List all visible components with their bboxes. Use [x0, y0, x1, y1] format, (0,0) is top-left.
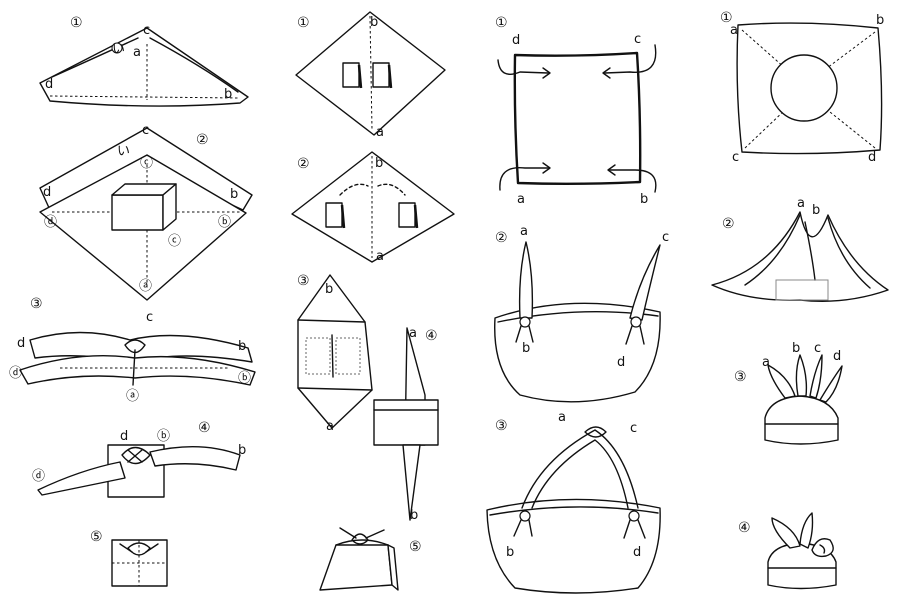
- col1-step2-label-b: b: [230, 187, 238, 202]
- col1-step4-label-b: b: [238, 443, 246, 458]
- col4-step2-label-b: b: [812, 203, 820, 218]
- col1-step3-label-circ-d: ⓓ: [9, 366, 22, 381]
- col3-step3-label-c: c: [630, 421, 637, 436]
- col2-step5-finished-bottles: ⑤: [319, 527, 422, 591]
- col1-step2-cloth-with-box: ② c い ⓒ d b ⓒ ⓓ ⓑ ⓐ: [39, 123, 253, 301]
- col1-step4-label-d: d: [120, 429, 128, 444]
- col1-step2-label-circ-c-mid: ⓒ: [168, 234, 181, 249]
- col3-step1-label-b: b: [640, 192, 648, 207]
- col1-step4-number: ④: [198, 420, 211, 436]
- col1-step3-label-circ-a: ⓐ: [126, 389, 139, 404]
- col2-step2-label-b: b: [375, 156, 383, 171]
- col1-step4-label-circ-d: ⓓ: [32, 469, 45, 484]
- col3-step3-label-a: a: [558, 410, 566, 425]
- col2-step1-diamond-two-items: ① b a: [295, 11, 446, 140]
- col1-step2-label-circ-c: ⓒ: [140, 156, 153, 171]
- col2-step4-label-a: a: [409, 326, 417, 341]
- col1-step3-number: ③: [30, 296, 43, 312]
- col1-step5-finished-box: ⑤: [90, 529, 168, 587]
- col1-step1-label-b: b: [224, 87, 232, 102]
- col4-step4-finished-knot: ④: [738, 512, 837, 590]
- col3-step1-label-a: a: [517, 192, 525, 207]
- col4-step2-corners-up: ② a b: [711, 196, 889, 302]
- col1-step2-label-d: d: [43, 185, 51, 200]
- col3-step3-label-b: b: [506, 545, 514, 560]
- col3-step3-label-d: d: [633, 545, 641, 560]
- col1-step2-label-circ-a: ⓐ: [139, 279, 152, 294]
- col1-step3-label-b: b: [238, 339, 246, 354]
- col3-step1-square-arrows: ① d c a b: [495, 15, 657, 207]
- col4-step1-label-c: c: [732, 150, 739, 165]
- col4-step2-number: ②: [722, 216, 735, 232]
- col2-step3-label-a: a: [326, 419, 334, 434]
- col4-step1-square-round-item: ① a b c d: [720, 10, 884, 165]
- col3-step2-bag-corners-tied: ② a c b d: [494, 224, 669, 403]
- col1-step1-label-i: い: [112, 42, 125, 57]
- col1-step1-label-a: a: [133, 45, 141, 60]
- col2-step3-label-b: b: [325, 282, 333, 297]
- col2-step4-number: ④: [425, 328, 438, 344]
- col4-step3-four-ears: ③ a b c d: [734, 341, 843, 445]
- col4-step3-label-c: c: [814, 341, 821, 356]
- col2-step2-number: ②: [297, 156, 310, 172]
- col4-step1-number: ①: [720, 10, 733, 26]
- col1-step2-label-circ-b: ⓑ: [218, 215, 231, 230]
- col4-step1-label-b: b: [876, 13, 884, 28]
- col1-step3-label-circ-b: ⓑ: [238, 371, 251, 386]
- col3-step2-label-c: c: [662, 230, 669, 245]
- col4-step3-label-a: a: [762, 355, 770, 370]
- col3-step1-label-c: c: [634, 32, 641, 47]
- col2-step1-label-b: b: [370, 15, 378, 30]
- col3-step3-number: ③: [495, 418, 508, 434]
- col2-step3-rolled: ③ b a: [297, 273, 373, 434]
- col1-step1-label-c: c: [143, 23, 150, 38]
- col2-step4-label-b: b: [410, 508, 418, 523]
- col1-step1-cloth-folded-triangle: ① い c a d b: [39, 15, 249, 107]
- col1-step2-label-circ-d: ⓓ: [44, 215, 57, 230]
- col3-step1-label-d: d: [512, 33, 520, 48]
- col1-step4-label-circ-b: ⓑ: [157, 429, 170, 444]
- col4-step3-label-d: d: [833, 349, 841, 364]
- col3-step3-finished-basket: ③ a c b d: [486, 410, 661, 594]
- col2-step1-label-a: a: [376, 125, 384, 140]
- col4-step3-label-b: b: [792, 341, 800, 356]
- col2-step2-items-apart: ② b a: [291, 151, 455, 264]
- col2-step4-upright: ④ a b: [373, 326, 439, 523]
- col3-step2-label-a: a: [520, 224, 528, 239]
- col4-step1-label-a: a: [730, 23, 738, 38]
- col1-step2-number: ②: [196, 132, 209, 148]
- col1-step3-ends-tied: ③ c d ⓓ b ⓑ ⓐ: [9, 296, 256, 404]
- col4-step2-label-a: a: [797, 196, 805, 211]
- col3-step2-number: ②: [495, 230, 508, 246]
- col4-step3-number: ③: [734, 369, 747, 385]
- col1-step1-label-d: d: [45, 77, 53, 92]
- col1-step1-number: ①: [70, 15, 83, 31]
- col2-step1-number: ①: [297, 15, 310, 31]
- col1-step5-number: ⑤: [90, 529, 103, 545]
- col1-step2-label-c-top: c: [142, 123, 149, 138]
- col2-step2-label-a: a: [376, 249, 384, 264]
- col4-step1-label-d: d: [868, 150, 876, 165]
- col2-step3-number: ③: [297, 273, 310, 289]
- col1-step4-second-knot: ④ d ⓑ b ⓓ: [32, 420, 246, 498]
- col1-step2-label-i: い: [117, 144, 130, 159]
- col4-step4-number: ④: [738, 520, 751, 536]
- col2-step5-number: ⑤: [409, 539, 422, 555]
- col1-step3-label-d: d: [17, 336, 25, 351]
- col3-step2-label-d: d: [617, 355, 625, 370]
- col3-step2-label-b: b: [522, 341, 530, 356]
- col1-step3-label-c: c: [146, 310, 153, 325]
- col3-step1-number: ①: [495, 15, 508, 31]
